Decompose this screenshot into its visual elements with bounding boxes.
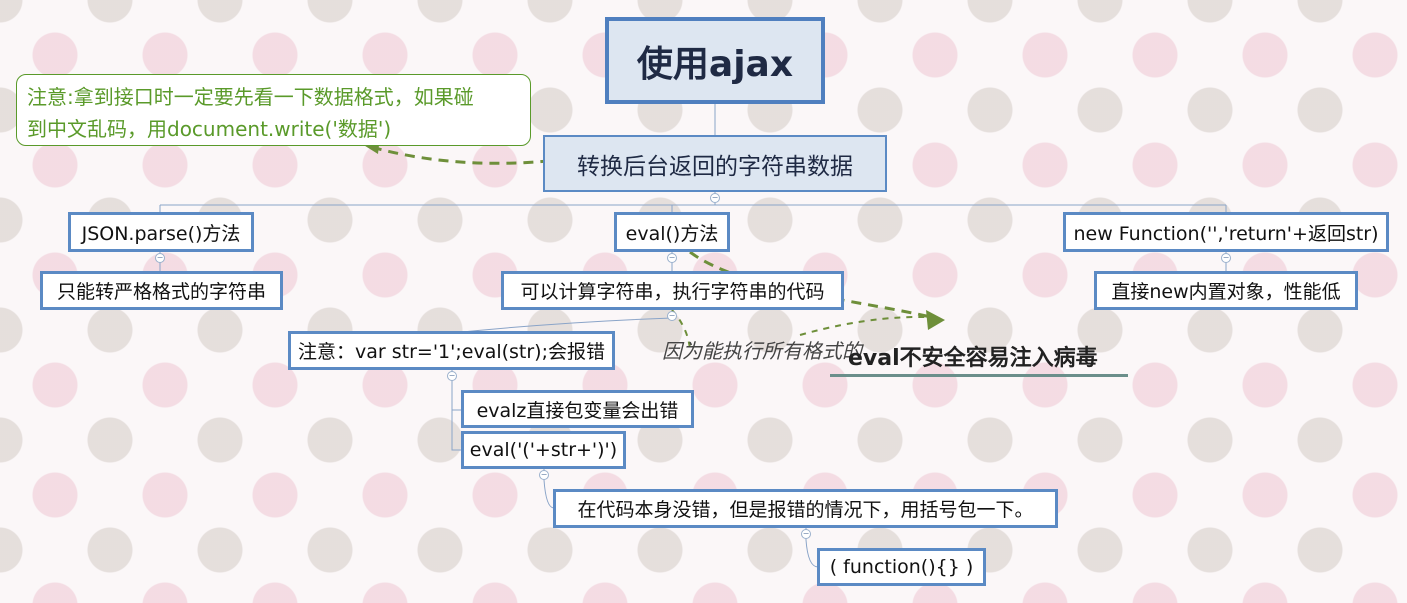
root-topic[interactable]: 使用ajax xyxy=(605,17,825,104)
json-parse-node[interactable]: JSON.parse()方法 xyxy=(68,212,254,252)
eval-label: eval()方法 xyxy=(625,222,719,245)
eval-warning-label: 注意：var str='1';eval(str);会报错 xyxy=(298,341,605,363)
new-function-label: new Function('','return'+返回str) xyxy=(1073,222,1379,245)
security-callout[interactable]: eval不安全容易注入病毒 xyxy=(848,346,1098,371)
main-topic-label: 转换后台返回的字符串数据 xyxy=(577,153,853,180)
root-topic-label: 使用ajax xyxy=(636,43,794,85)
eval-parens-label: eval('('+str+')') xyxy=(469,439,618,461)
eval-node[interactable]: eval()方法 xyxy=(614,212,730,252)
format-note-line1: 注意:拿到接口时一定要先看一下数据格式，如果碰 xyxy=(27,85,474,109)
parens-explain-label: 在代码本身没错，但是报错的情况下，用括号包一下。 xyxy=(577,499,1034,521)
callout-underline xyxy=(830,374,1128,377)
json-parse-child-label: 只能转严格格式的字符串 xyxy=(56,281,266,303)
json-parse-child[interactable]: 只能转严格格式的字符串 xyxy=(40,271,283,310)
collapse-icon[interactable]: − xyxy=(1221,253,1231,263)
relation-label: 因为能执行所有格式的 xyxy=(662,339,862,363)
format-note-line2: 到中文乱码，用document.write('数据') xyxy=(27,117,392,141)
new-function-child[interactable]: 直接new内置对象，性能低 xyxy=(1094,271,1358,310)
eval-child-label: 可以计算字符串，执行字符串的代码 xyxy=(520,281,825,303)
json-parse-label: JSON.parse()方法 xyxy=(81,222,241,245)
collapse-icon[interactable]: − xyxy=(447,371,457,381)
collapse-icon[interactable]: − xyxy=(539,470,549,480)
format-note[interactable]: 注意:拿到接口时一定要先看一下数据格式，如果碰 到中文乱码，用document.… xyxy=(16,74,531,146)
function-wrap-label: ( function(){} ) xyxy=(829,556,974,578)
parens-explain-node[interactable]: 在代码本身没错，但是报错的情况下，用括号包一下。 xyxy=(553,489,1058,528)
main-topic[interactable]: 转换后台返回的字符串数据 xyxy=(543,135,887,192)
new-function-node[interactable]: new Function('','return'+返回str) xyxy=(1063,212,1389,252)
evalz-label: evalz直接包变量会出错 xyxy=(476,399,679,422)
collapse-icon[interactable]: − xyxy=(667,253,677,263)
collapse-icon[interactable]: − xyxy=(710,193,720,203)
eval-parens-node[interactable]: eval('('+str+')') xyxy=(461,431,626,469)
collapse-icon[interactable]: − xyxy=(801,529,811,539)
new-function-child-label: 直接new内置对象，性能低 xyxy=(1111,281,1341,303)
collapse-icon[interactable]: − xyxy=(667,311,677,321)
collapse-icon[interactable]: − xyxy=(155,253,165,263)
eval-warning-node[interactable]: 注意：var str='1';eval(str);会报错 xyxy=(288,331,615,370)
function-wrap-node[interactable]: ( function(){} ) xyxy=(817,548,986,586)
eval-child[interactable]: 可以计算字符串，执行字符串的代码 xyxy=(501,271,844,310)
evalz-node[interactable]: evalz直接包变量会出错 xyxy=(461,390,694,428)
